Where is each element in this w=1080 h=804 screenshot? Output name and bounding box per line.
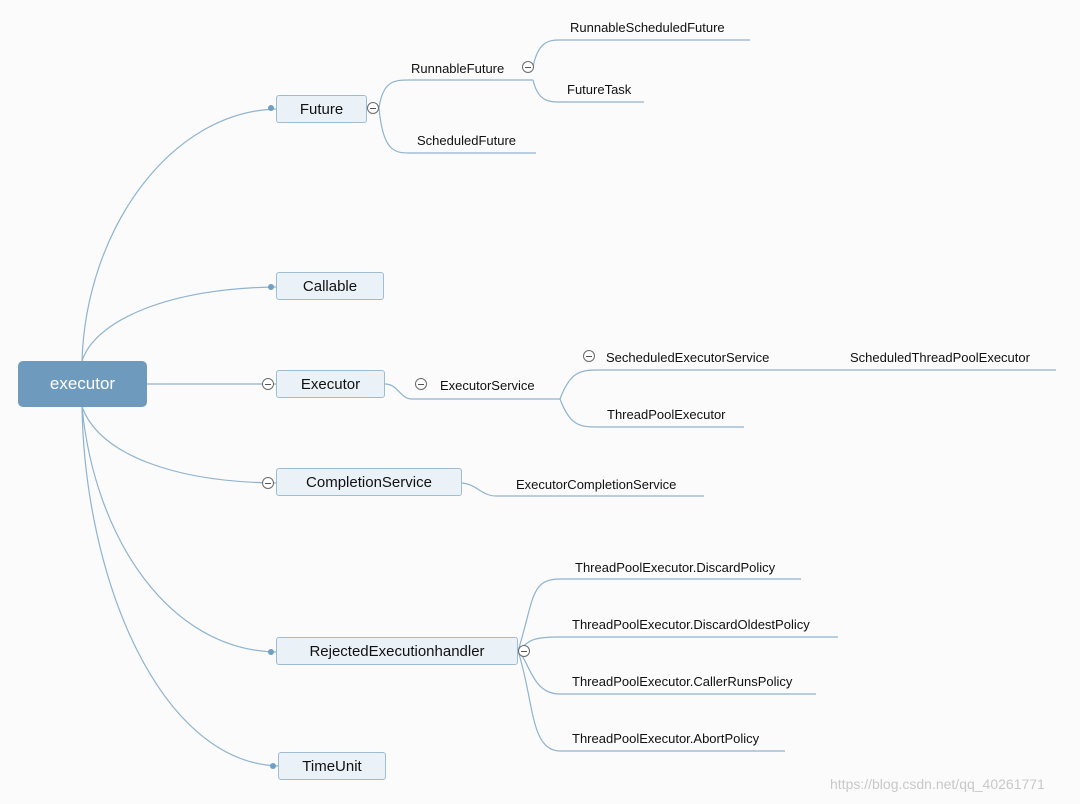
connector-rejected-abort <box>517 650 785 752</box>
connector-rejected-discardoldest <box>517 636 838 652</box>
connector-root-callable <box>81 286 277 362</box>
connector-root-future <box>81 108 277 362</box>
node-executor-completion-service[interactable]: ExecutorCompletionService <box>516 477 677 492</box>
connector-dot-future <box>268 105 274 111</box>
collapse-toggle-runnablefuture[interactable] <box>522 61 534 73</box>
node-scheduled-thread-pool-executor[interactable]: ScheduledThreadPoolExecutor <box>850 350 1030 365</box>
node-discard-oldest-policy[interactable]: ThreadPoolExecutor.DiscardOldestPolicy <box>572 617 810 632</box>
connector-executor-executorservice <box>384 383 560 400</box>
connector-root-completion <box>81 406 277 484</box>
collapse-toggle-completion-service[interactable] <box>262 477 274 489</box>
node-runnable-scheduled-future[interactable]: RunnableScheduledFuture <box>570 20 725 35</box>
connector-dot-rejected <box>268 649 274 655</box>
node-abort-policy[interactable]: ThreadPoolExecutor.AbortPolicy <box>572 731 760 746</box>
node-executor-service[interactable]: ExecutorService <box>440 378 535 393</box>
topic-executor[interactable]: Executor <box>276 370 385 398</box>
connector-completion-ecs <box>461 482 704 497</box>
connector-executorservice-threadpool <box>559 398 744 428</box>
collapse-toggle-executorservice[interactable] <box>415 378 427 390</box>
connector-runnablefuture-rsf <box>532 39 750 68</box>
node-thread-pool-executor[interactable]: ThreadPoolExecutor <box>607 407 726 422</box>
node-scheduled-executor-service[interactable]: SecheduledExecutorService <box>606 350 770 365</box>
topic-time-unit[interactable]: TimeUnit <box>278 752 386 780</box>
connector-future-runnablefuture <box>378 79 533 109</box>
connector-root-timeunit <box>81 406 279 767</box>
node-scheduled-future[interactable]: ScheduledFuture <box>417 133 517 148</box>
connector-rejected-discard <box>517 578 801 652</box>
node-runnable-future[interactable]: RunnableFuture <box>411 61 505 76</box>
collapse-toggle-rejected-handler[interactable] <box>518 645 530 657</box>
collapse-toggle-scheduled-executor-service[interactable] <box>583 350 595 362</box>
topic-rejected-execution-handler[interactable]: RejectedExecutionhandler <box>276 637 518 665</box>
connector-runnablefuture-futuretask <box>532 79 644 103</box>
node-discard-policy[interactable]: ThreadPoolExecutor.DiscardPolicy <box>575 560 776 575</box>
collapse-toggle-executor[interactable] <box>262 378 274 390</box>
connector-executorservice-scheduled <box>559 369 1056 400</box>
topic-callable[interactable]: Callable <box>276 272 384 300</box>
node-future-task[interactable]: FutureTask <box>567 82 632 97</box>
watermark-text: https://blog.csdn.net/qq_40261771 <box>830 776 1045 792</box>
connector-root-rejected <box>81 406 277 653</box>
root-node-executor[interactable]: executor <box>18 361 147 407</box>
collapse-toggle-future[interactable] <box>367 102 379 114</box>
connector-dot-timeunit <box>270 763 276 769</box>
connector-dot-callable <box>268 284 274 290</box>
connector-future-scheduledfuture <box>378 107 536 154</box>
topic-completion-service[interactable]: CompletionService <box>276 468 462 496</box>
topic-future[interactable]: Future <box>276 95 367 123</box>
node-caller-runs-policy[interactable]: ThreadPoolExecutor.CallerRunsPolicy <box>572 674 793 689</box>
